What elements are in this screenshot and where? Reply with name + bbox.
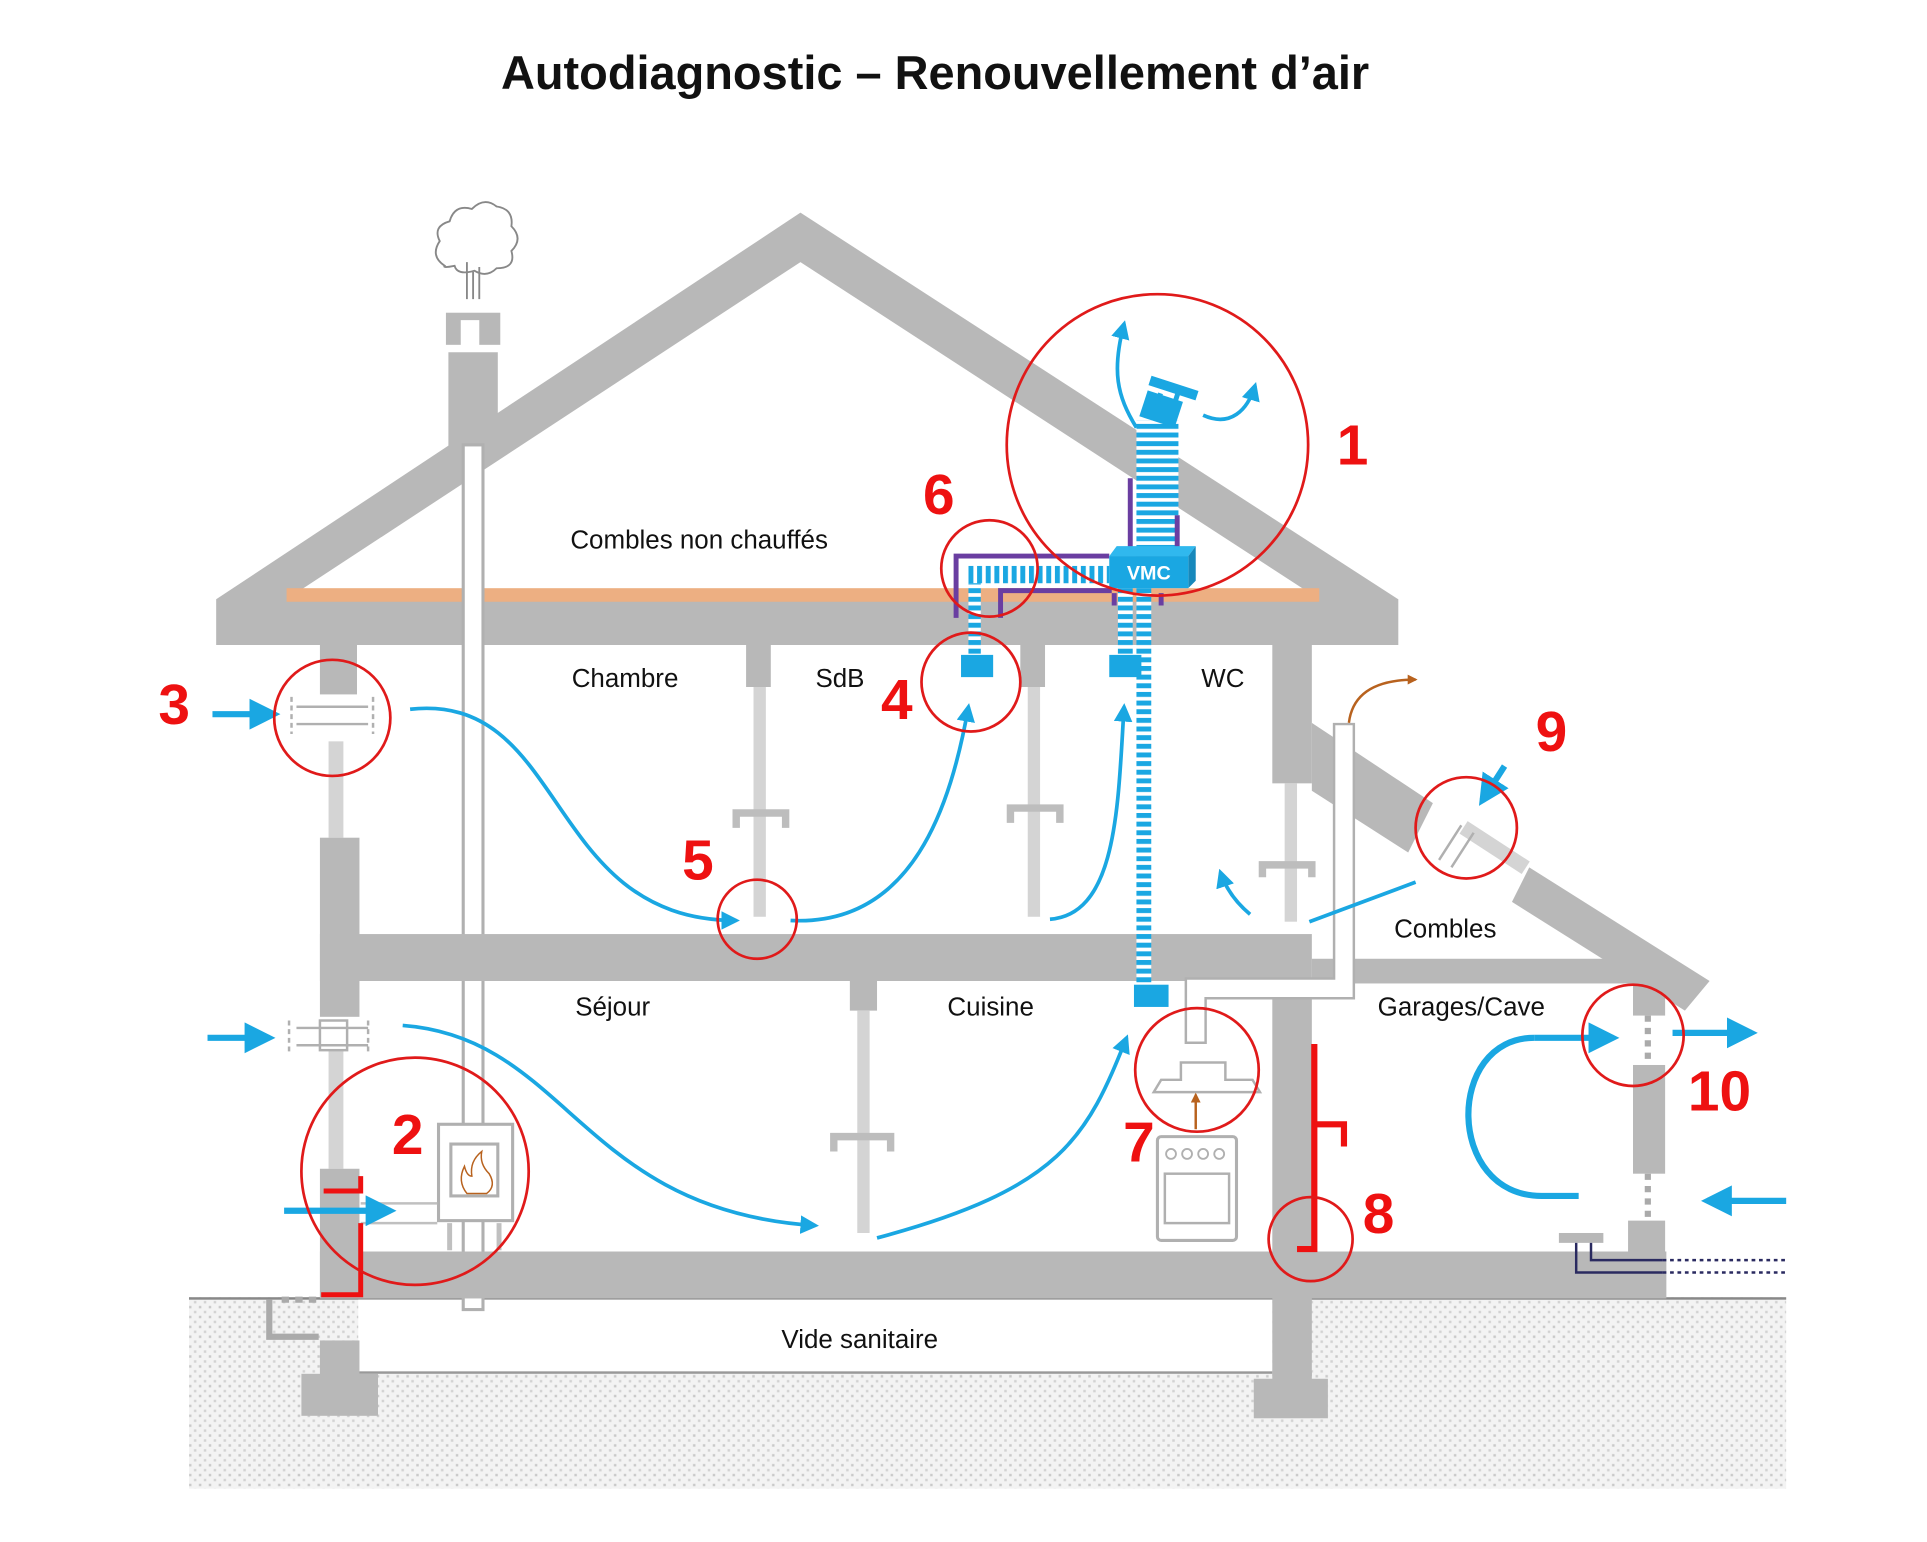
room-label-wc: WC: [1201, 665, 1244, 693]
checkpoint-number: 7: [1123, 1111, 1155, 1174]
room-label-bathroom: SdB: [815, 665, 864, 693]
checkpoint-1[interactable]: 1: [1005, 292, 1369, 597]
extraction-grille-cuisine: [1133, 984, 1169, 1007]
extraction-grille-wc: [1109, 654, 1142, 678]
vmc-unit: VMC: [1109, 546, 1196, 589]
checkpoint-2[interactable]: 2: [300, 1056, 531, 1287]
checkpoint-number: 3: [158, 674, 190, 737]
checkpoint-number: 9: [1536, 701, 1568, 764]
garage-inlet-pipe: [1558, 1232, 1787, 1274]
airflow-arrows: [207, 320, 1787, 1240]
checkpoint-number: 1: [1337, 415, 1369, 478]
hood-duct: [1184, 722, 1356, 1044]
checkpoint-number: 5: [682, 830, 714, 893]
checkpoint-10[interactable]: 10: [1581, 983, 1751, 1124]
door-symbols: [732, 804, 1316, 1152]
checkpoint-6[interactable]: 6: [923, 464, 1039, 618]
room-label-living: Séjour: [575, 994, 650, 1022]
ground: [188, 1297, 1787, 1489]
stove-air-intake: [321, 1176, 364, 1298]
flame-icon: [460, 1149, 494, 1195]
room-labels: Combles non chauffés Chambre SdB WC Séjo…: [570, 527, 1545, 1354]
window-inlets: [287, 696, 375, 1056]
checkpoint-4[interactable]: 4: [881, 631, 1022, 733]
vmc-label: VMC: [1127, 563, 1171, 585]
checkpoint-3[interactable]: 3: [158, 658, 392, 778]
structure-walls: [266, 645, 1667, 1419]
checkpoint-number: 8: [1363, 1183, 1395, 1246]
checkpoint-5[interactable]: 5: [682, 830, 799, 961]
checkpoint-9[interactable]: 9: [1414, 701, 1568, 880]
checkpoint-7[interactable]: 7: [1123, 1006, 1261, 1174]
wood-stove: [321, 1122, 515, 1298]
checkpoint-number: 4: [881, 669, 913, 732]
extraction-grille-sdb: [961, 654, 994, 678]
room-label-kitchen: Cuisine: [947, 994, 1034, 1022]
smoke-icon: [434, 201, 519, 300]
checkpoint-number: 6: [923, 464, 955, 527]
room-label-garage: Garages/Cave: [1378, 994, 1545, 1022]
kitchen-hood-cooker: [1151, 1061, 1263, 1242]
checkpoint-markers: 1 2 3 4 5 6 7 8: [158, 292, 1751, 1287]
checkpoint-8[interactable]: 8: [1267, 1183, 1395, 1283]
checkpoint-number: 10: [1688, 1061, 1751, 1124]
chimney: [434, 201, 519, 1312]
annex-roof: [1311, 722, 1710, 1295]
roof-outlet-icon: [1139, 375, 1199, 428]
checkpoint-number: 2: [392, 1104, 424, 1167]
main-roof: [216, 212, 1399, 646]
boiler-flue: [1297, 1043, 1348, 1253]
room-label-bedroom: Chambre: [572, 665, 679, 693]
diagram-title: Autodiagnostic – Renouvellement d’air: [501, 47, 1369, 99]
room-label-crawlspace: Vide sanitaire: [781, 1326, 938, 1354]
room-label-side-attic: Combles: [1394, 916, 1496, 944]
vmc-ductwork: VMC: [953, 375, 1199, 1007]
room-label-attic: Combles non chauffés: [570, 527, 828, 555]
